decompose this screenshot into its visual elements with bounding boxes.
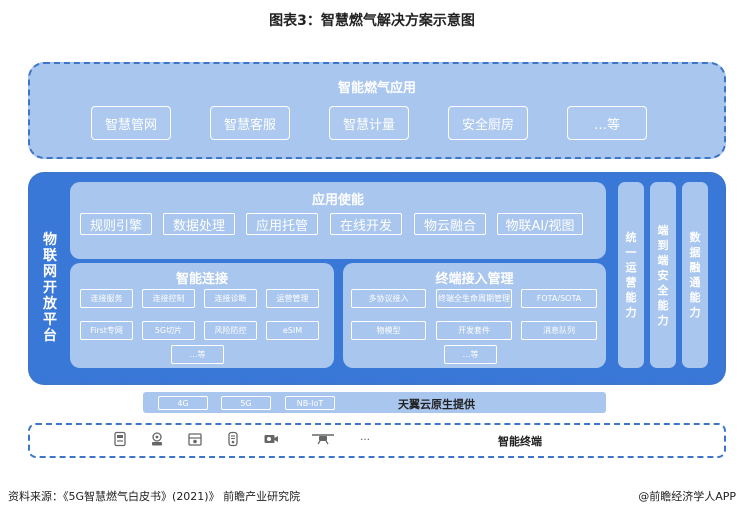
- source-note: 资料来源：《5G智慧燃气白皮书》(2021)》 前瞻产业研究院: [8, 490, 301, 503]
- network-label: 天翼云原生提供: [398, 398, 475, 411]
- terminal-label: 智能终端: [498, 435, 542, 448]
- network-item-5g: 5G: [221, 396, 271, 410]
- app-item-safe-kitchen: 安全厨房: [448, 106, 528, 140]
- gas-detector-icon: [228, 431, 238, 447]
- access-item-etc: …等: [444, 345, 497, 364]
- sensor-icon: [152, 432, 162, 446]
- app-enablement-box: [70, 182, 606, 259]
- connection-item-etc: …等: [171, 345, 224, 364]
- network-bar: [143, 392, 606, 413]
- data-fusion-column: 数据融通能力: [682, 182, 708, 368]
- access-item-dev-kit: 开发套件: [436, 321, 512, 340]
- access-item-multi-protocol: 多协议接入: [351, 289, 426, 308]
- connection-item-first-network: First专网: [80, 321, 133, 340]
- connection-item-operations: 运营管理: [266, 289, 319, 308]
- e2e-security-column: 端到端安全能力: [650, 182, 676, 368]
- enablement-item-cloud-fusion: 物云融合: [414, 213, 486, 235]
- app-item-smart-pipeline: 智慧管网: [91, 106, 171, 140]
- enablement-item-iot-ai: 物联AI/视图: [497, 213, 583, 235]
- enablement-item-online-dev: 在线开发: [330, 213, 402, 235]
- unified-operations-column: 统一运营能力: [618, 182, 644, 368]
- connection-item-5g-slicing: 5G切片: [142, 321, 195, 340]
- app-item-etc: …等: [567, 106, 647, 140]
- connection-item-service: 连接服务: [80, 289, 133, 308]
- platform-label: 物联网开放平台: [43, 232, 57, 344]
- network-item-nb-iot: NB-IoT: [285, 396, 335, 410]
- connection-item-risk-control: 风险防控: [204, 321, 257, 340]
- access-item-message-queue: 消息队列: [521, 321, 597, 340]
- connection-item-esim: eSIM: [266, 321, 319, 340]
- terminal-layer: [28, 423, 726, 458]
- smart-connection-box: [70, 263, 334, 368]
- camera-icon: [264, 435, 278, 443]
- app-item-smart-metering: 智慧计量: [329, 106, 409, 140]
- smart-connection-title: 智能连接: [175, 272, 228, 287]
- application-layer-title: 智能燃气应用: [337, 81, 416, 96]
- app-enablement-title: 应用使能: [311, 193, 364, 208]
- access-item-fota-sota: FOTA/SOTA: [521, 289, 597, 308]
- brand-credit: @前瞻经济学人APP: [638, 490, 736, 503]
- connection-item-diagnosis: 连接诊断: [204, 289, 257, 308]
- enablement-item-app-hosting: 应用托管: [246, 213, 318, 235]
- enablement-item-rule-engine: 规则引擎: [80, 213, 152, 235]
- connection-item-control: 连接控制: [142, 289, 195, 308]
- terminal-ellipsis: …: [360, 432, 370, 443]
- terminal-access-box: [343, 263, 606, 368]
- drone-icon: [312, 434, 334, 445]
- meter-icon: [114, 431, 126, 447]
- network-item-4g: 4G: [158, 396, 208, 410]
- access-item-lifecycle: 终端全生命周期管理: [436, 289, 512, 308]
- figure-title: 图表3：智慧燃气解决方案示意图: [269, 13, 475, 29]
- access-item-object-model: 物模型: [351, 321, 426, 340]
- cooker-icon: [188, 433, 202, 446]
- application-layer: [28, 62, 726, 159]
- app-item-smart-service: 智慧客服: [210, 106, 290, 140]
- terminal-access-title: 终端接入管理: [435, 272, 514, 287]
- enablement-item-data-processing: 数据处理: [163, 213, 235, 235]
